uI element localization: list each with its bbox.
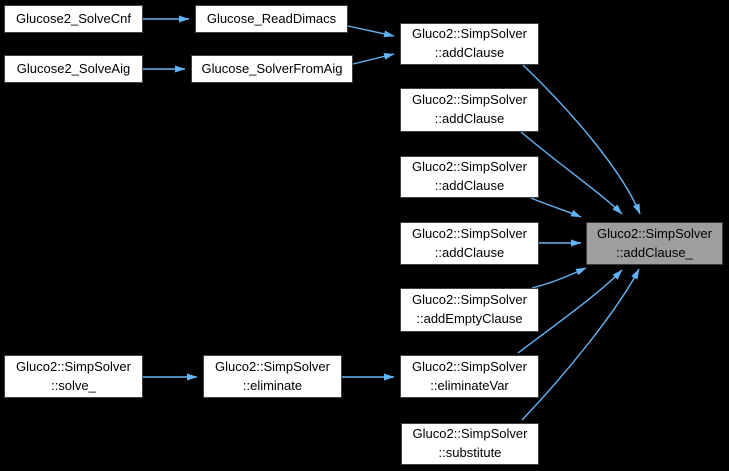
- node-label: Gluco2::SimpSolver ::addClause: [412, 26, 527, 60]
- node-glucose-solverfromaig[interactable]: Glucose_SolverFromAig: [191, 55, 353, 83]
- node-addclause-target: Gluco2::SimpSolver ::addClause_: [586, 222, 723, 265]
- node-addclause-1[interactable]: Gluco2::SimpSolver ::addClause: [400, 23, 539, 65]
- node-solve[interactable]: Gluco2::SimpSolver ::solve_: [4, 355, 143, 398]
- node-label: Gluco2::SimpSolver ::substitute: [412, 426, 528, 460]
- edge-readdimacs-addclause: [347, 25, 395, 38]
- node-addclause-4[interactable]: Gluco2::SimpSolver ::addClause: [400, 222, 539, 265]
- edge-addclause2-addclause_: [520, 131, 623, 215]
- node-addclause-2[interactable]: Gluco2::SimpSolver ::addClause: [400, 88, 539, 132]
- node-addemptyclause[interactable]: Gluco2::SimpSolver ::addEmptyClause: [400, 288, 539, 332]
- node-eliminate[interactable]: Gluco2::SimpSolver ::eliminate: [203, 355, 342, 398]
- node-eliminatevar[interactable]: Gluco2::SimpSolver ::eliminateVar: [400, 355, 539, 398]
- node-substitute[interactable]: Gluco2::SimpSolver ::substitute: [401, 423, 539, 465]
- node-label: Gluco2::SimpSolver ::addClause_: [597, 225, 712, 260]
- node-label: Gluco2::SimpSolver ::addEmptyClause: [412, 292, 527, 326]
- node-label: Gluco2::SimpSolver ::addClause: [412, 92, 527, 126]
- node-label: Gluco2::SimpSolver ::eliminate: [215, 358, 330, 393]
- node-label: Gluco2::SimpSolver ::addClause: [412, 225, 527, 260]
- edge-solverfromaig-addclause: [352, 52, 395, 65]
- node-label: Glucose2_SolveCnf: [16, 10, 131, 26]
- node-label: Glucose_SolverFromAig: [201, 60, 343, 76]
- node-label: Gluco2::SimpSolver ::solve_: [16, 358, 131, 393]
- node-glucose-readdimacs[interactable]: Glucose_ReadDimacs: [195, 5, 348, 33]
- node-label: Gluco2::SimpSolver ::eliminateVar: [412, 358, 527, 393]
- node-glucose2-solvecnf[interactable]: Glucose2_SolveCnf: [4, 5, 143, 33]
- edge-eliminatevar-addclause_: [517, 269, 623, 354]
- node-label: Glucose2_SolveAig: [16, 60, 131, 76]
- edge-addemptyclause-addclause_: [531, 267, 587, 289]
- node-label: Gluco2::SimpSolver ::addClause: [412, 159, 527, 193]
- node-glucose2-solveaig[interactable]: Glucose2_SolveAig: [4, 55, 143, 83]
- edge-substitute-addclause_: [521, 268, 640, 421]
- node-label: Glucose_ReadDimacs: [206, 10, 337, 26]
- edge-addclause3-addclause_: [530, 197, 582, 218]
- edge-addclause1-addclause_: [522, 64, 641, 215]
- node-addclause-3[interactable]: Gluco2::SimpSolver ::addClause: [400, 156, 539, 198]
